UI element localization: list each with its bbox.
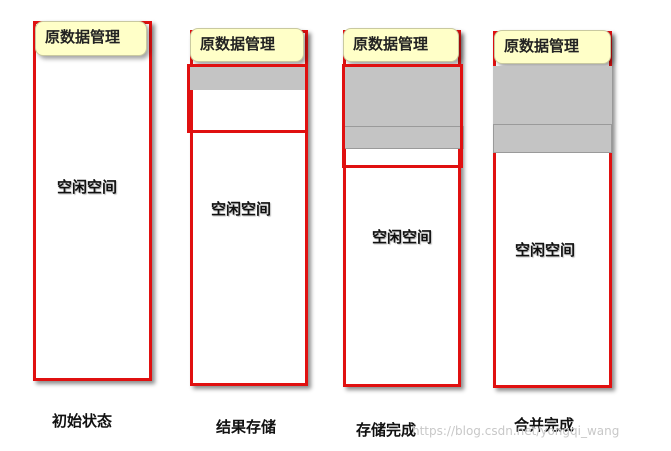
watermark-text: https://blog.csdn.net/yongqi_wang [412, 424, 620, 438]
stage-3-stored-data-block [345, 66, 461, 126]
stage-4-caption: 合并完成 [514, 416, 575, 434]
stage-3-header: 原数据管理 [343, 28, 459, 62]
stage-2-header: 原数据管理 [190, 28, 304, 62]
stage-3-caption: 存储完成 [356, 421, 417, 439]
stage-4-merged-data-block [493, 66, 612, 124]
stage-2-stored-result-block [190, 66, 308, 90]
stage-4-result-block [493, 124, 612, 153]
stage-3-free-space-label: 空闲空间 [372, 228, 433, 246]
stage-2-free-space-label: 空闲空间 [211, 200, 272, 218]
stage-1-memory-frame [33, 21, 152, 381]
stage-3-stored-region-outline [342, 64, 463, 168]
stage-2-caption: 结果存储 [216, 418, 277, 436]
stage-1-free-space-label: 空闲空间 [57, 178, 118, 196]
stage-1-header: 原数据管理 [35, 21, 147, 56]
stage-1-caption: 初始状态 [52, 412, 113, 430]
stage-4-free-space-label: 空闲空间 [515, 241, 576, 259]
stage-4-header: 原数据管理 [494, 30, 611, 64]
stage-2-result-region-outline [187, 64, 308, 133]
